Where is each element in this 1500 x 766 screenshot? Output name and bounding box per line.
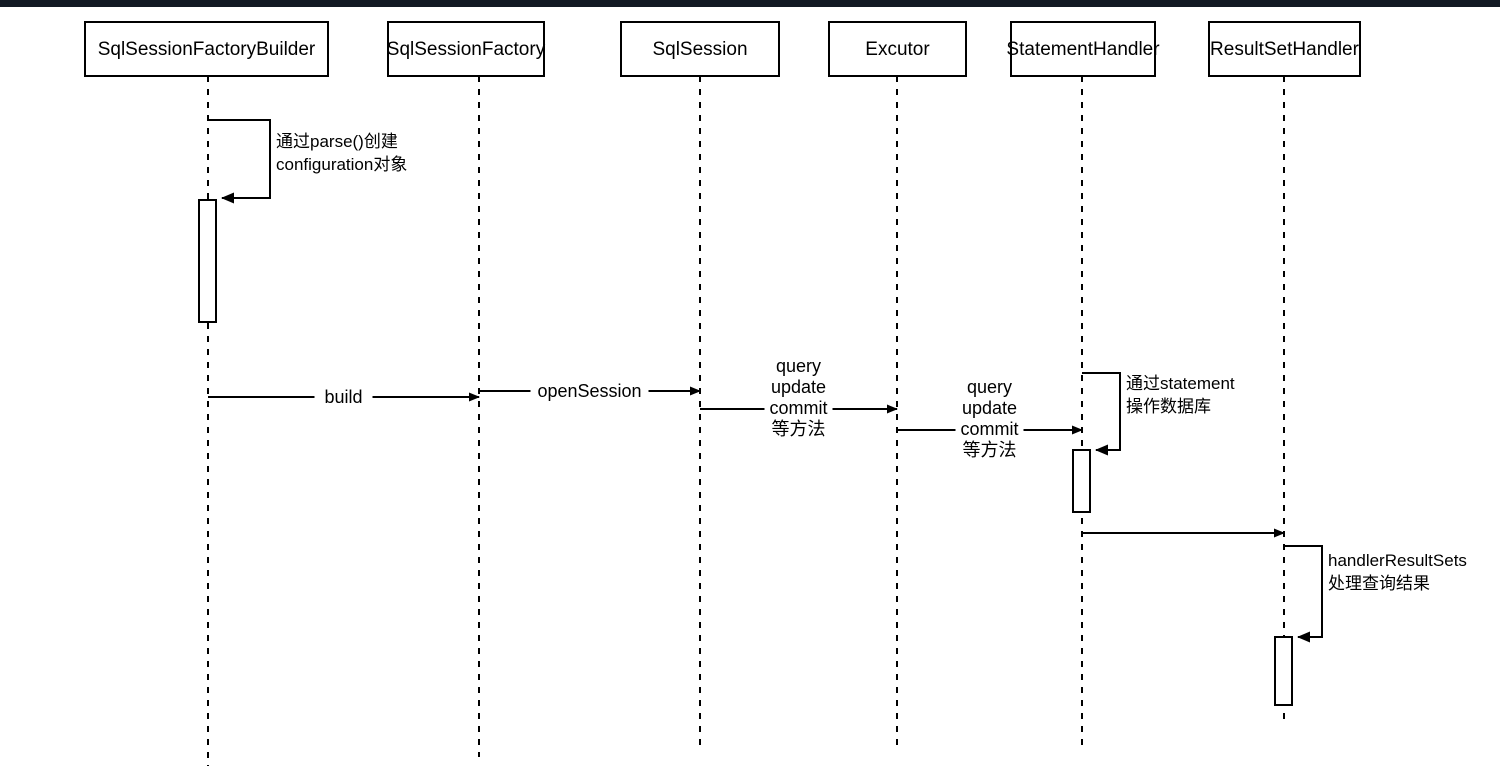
message-label-build: build [324,387,362,407]
note-line: configuration对象 [276,155,407,174]
note-line: 通过statement [1126,374,1235,393]
message-label-backdrop [530,382,649,402]
participant-box-statement[interactable] [1010,21,1156,77]
self-calls-group [208,119,1323,643]
note-parse-configuration: 通过parse()创建 configuration对象 [276,132,407,174]
activation-bar-resultset-activation [1274,636,1293,706]
message-label-session-exec: 等方法 [772,419,826,439]
activations-group [198,199,1293,706]
window-top-bar [0,0,1500,7]
participant-label-resultset: ResultSetHandler [1210,39,1360,60]
participant-headers-group: SqlSessionFactoryBuilder SqlSessionFactor… [84,21,1361,77]
participant-label-session: SqlSession [652,39,747,60]
participant-label-statement: StatementHandler [1006,39,1160,60]
message-label-backdrop [970,441,1009,461]
message-label-backdrop [779,420,818,440]
note-line: 通过parse()创建 [276,132,398,151]
participant-box-builder[interactable] [84,21,329,77]
message-label-excutor-exec: query [967,377,1012,397]
activation-bar-statement-activation [1072,449,1091,513]
participant-box-session[interactable] [620,21,780,77]
message-label-backdrop [769,357,828,377]
note-line: 处理查询结果 [1328,574,1430,593]
note-line: handlerResultSets [1328,551,1467,570]
participant-label-builder: SqlSessionFactoryBuilder [98,39,316,60]
note-statement-db: 通过statement 操作数据库 [1126,374,1235,416]
message-label-backdrop [764,399,833,419]
message-label-excutor-exec: 等方法 [963,440,1017,460]
self-call-statement-db [1082,372,1121,456]
activation-bar-builder-activation [198,199,217,323]
message-label-open-session: openSession [537,381,641,401]
lifelines-group [207,76,1285,766]
participant-label-factory: SqlSessionFactory [387,39,546,60]
participant-box-factory[interactable] [387,21,545,77]
message-label-backdrop [955,399,1024,419]
participant-box-excutor[interactable] [828,21,967,77]
message-label-session-exec: commit [770,398,828,418]
note-line: 操作数据库 [1126,397,1211,416]
message-label-excutor-exec: commit [961,419,1019,439]
self-call-parse-configuration [208,119,271,204]
message-label-session-exec: query [776,356,821,376]
message-label-backdrop [314,388,373,408]
note-handler-result-sets: handlerResultSets 处理查询结果 [1328,551,1467,593]
participant-box-resultset[interactable] [1208,21,1361,77]
message-label-session-exec: update [771,377,826,397]
message-label-backdrop [955,420,1024,440]
message-label-backdrop [960,378,1019,398]
message-label-backdrop [764,378,833,398]
message-label-excutor-exec: update [962,398,1017,418]
self-call-handler-result-sets [1284,545,1323,643]
participant-label-excutor: Excutor [865,39,930,60]
